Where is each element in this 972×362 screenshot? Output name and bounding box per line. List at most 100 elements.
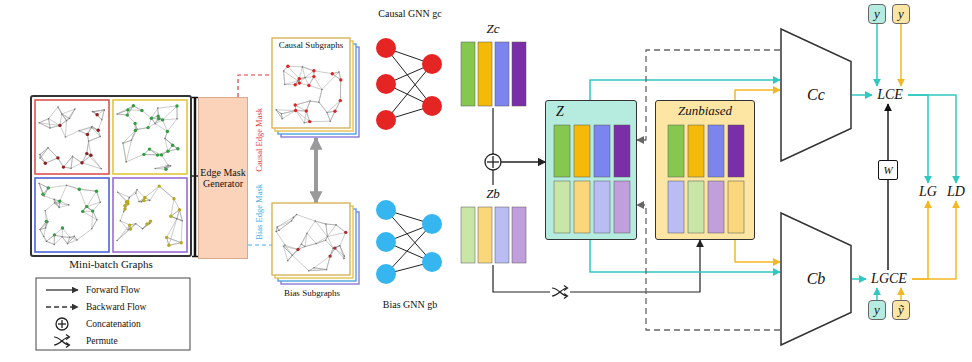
subgraph-stack: Causal Subgraphs <box>272 38 360 138</box>
graph-edge <box>44 237 47 242</box>
graph-node <box>325 223 327 225</box>
graph-node <box>308 270 310 272</box>
graph-node <box>48 118 50 120</box>
graph-node <box>312 75 315 78</box>
graph-edge <box>79 189 96 191</box>
graph-edge <box>284 71 285 85</box>
graph-node <box>58 124 61 127</box>
graph-node <box>169 215 172 218</box>
graph-edge <box>277 227 279 230</box>
graph-node <box>85 152 88 155</box>
embedding-bar <box>574 125 590 177</box>
graph-edge <box>136 224 143 229</box>
graph-edge <box>302 67 314 71</box>
network-neuron <box>422 252 442 272</box>
graph-edge <box>316 237 327 244</box>
graph-edge <box>167 219 177 238</box>
graph-edge <box>129 190 137 198</box>
subgraph-stack: Bias Subgraphs <box>272 203 360 285</box>
graph-node <box>133 122 136 125</box>
graph-edge <box>40 230 44 237</box>
graph-node <box>157 117 160 120</box>
graph-node <box>149 220 152 223</box>
graph-edge <box>45 203 54 211</box>
graph-edge <box>145 186 159 197</box>
graph-edge <box>276 109 296 111</box>
label-box: y <box>892 4 910 24</box>
graph-node <box>99 136 101 138</box>
graph-edge <box>63 156 72 167</box>
graph-node <box>132 104 135 107</box>
connector <box>887 104 888 160</box>
graph-edge <box>305 244 316 247</box>
graph-node <box>70 168 72 170</box>
graph-edge <box>44 237 47 242</box>
graph-node <box>45 227 47 229</box>
graph-edge <box>136 190 137 194</box>
graph-node <box>74 236 76 238</box>
graph-node <box>45 220 48 223</box>
graph-edge <box>283 246 292 255</box>
graph-edge <box>284 71 285 85</box>
graph-node <box>39 157 41 159</box>
graph-edge <box>315 221 326 224</box>
graph-edge <box>73 156 83 162</box>
graph-edge <box>283 245 285 246</box>
graph-edge <box>71 163 82 169</box>
graph-edge <box>44 196 54 199</box>
generator-box: Edge Mask Generator <box>198 97 248 259</box>
graph-node <box>164 138 166 140</box>
graph-edge <box>87 191 97 206</box>
graph-node <box>282 118 284 120</box>
graph-edge <box>49 119 60 126</box>
connector <box>238 75 272 97</box>
graph-edge <box>92 111 93 112</box>
graph-node <box>321 89 323 91</box>
graph-edge <box>62 236 69 238</box>
gnn-network: Causal GNN gc <box>372 6 448 136</box>
graph-node <box>164 167 166 169</box>
embedding-bar <box>461 42 475 106</box>
graph-edge <box>315 221 327 236</box>
graph-edge <box>117 110 128 114</box>
legend-sample <box>46 306 78 307</box>
graph-edge <box>46 241 54 244</box>
graph-edge <box>58 107 62 114</box>
graph-node <box>95 113 98 116</box>
graph-edge <box>67 119 70 121</box>
graph-node <box>298 77 301 80</box>
graph-node <box>296 214 298 216</box>
graph-edge <box>301 244 305 246</box>
graph-node <box>53 199 55 201</box>
graph-node <box>91 126 93 128</box>
graph-edge <box>68 240 78 244</box>
node-label: Zc <box>458 22 528 37</box>
embedding-bar <box>512 207 526 263</box>
graph-node <box>307 84 310 87</box>
graph-edge <box>65 121 66 137</box>
graph-node <box>78 188 81 191</box>
graph-node <box>39 154 41 156</box>
graph-edge <box>326 240 334 248</box>
graph-edge <box>62 237 67 244</box>
graph-edge <box>314 71 332 74</box>
weight-box: W <box>878 160 898 180</box>
graph-edge <box>169 219 177 246</box>
graph-node <box>136 189 138 191</box>
graph-node <box>304 122 306 124</box>
graph-node <box>69 118 71 120</box>
legend-text: Permute <box>86 336 118 347</box>
node-label: Bias Subgraphs <box>272 288 352 298</box>
graph-node <box>134 129 137 132</box>
graph-node <box>148 147 151 150</box>
graph-node <box>175 104 178 107</box>
graph-edge <box>97 191 101 202</box>
graph-edge <box>292 255 309 271</box>
node-art <box>372 6 448 136</box>
graph-edge <box>92 220 97 229</box>
network-neuron <box>376 264 396 284</box>
graph-edge <box>335 248 345 256</box>
connector <box>908 95 928 183</box>
connector <box>852 278 866 280</box>
